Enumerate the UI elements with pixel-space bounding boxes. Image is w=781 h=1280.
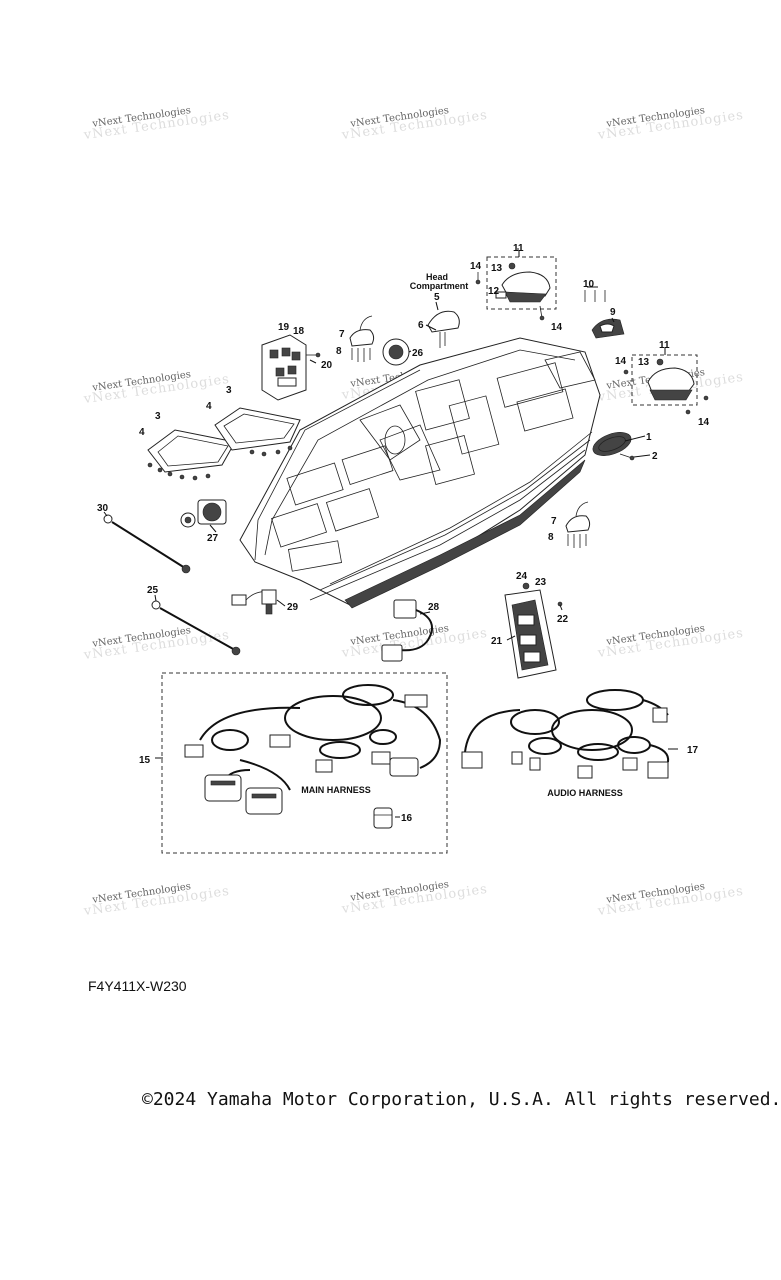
- callout-22: 22: [557, 614, 569, 625]
- callout-13: 13: [638, 357, 650, 368]
- callout-7: 7: [339, 329, 345, 340]
- main-harness-label: MAIN HARNESS: [301, 785, 371, 795]
- callout-3: 3: [155, 411, 161, 422]
- part-30-cable: [103, 514, 191, 574]
- part-5-head-light: [427, 310, 460, 348]
- callout-10: 10: [583, 279, 595, 290]
- part-27-socket: [180, 499, 227, 528]
- callout-4: 4: [206, 401, 212, 412]
- callout-30: 30: [97, 503, 109, 514]
- callout-14: 14: [551, 322, 563, 333]
- callout-7: 7: [551, 516, 557, 527]
- part-26-gauge: [382, 338, 410, 366]
- callout-4: 4: [139, 427, 145, 438]
- part-21-board: [504, 582, 563, 679]
- leader-lines: [103, 248, 678, 818]
- callout-8: 8: [336, 346, 342, 357]
- callout-8: 8: [548, 532, 554, 543]
- head-compartment-label: Head: [426, 272, 448, 282]
- callout-19: 19: [278, 322, 290, 333]
- callout-27: 27: [207, 533, 219, 544]
- part-11-right-assembly: [623, 348, 709, 415]
- part-3-bracket-right: [214, 407, 301, 457]
- callout-25: 25: [147, 585, 159, 596]
- audio-harness-label: AUDIO HARNESS: [547, 788, 623, 798]
- callout-16: 16: [401, 813, 413, 824]
- callout-24: 24: [516, 571, 528, 582]
- callout-11: 11: [659, 340, 670, 351]
- part-7-light-upper: [349, 315, 375, 362]
- callout-14: 14: [615, 356, 627, 367]
- diagram-code: F4Y411X-W230: [88, 978, 187, 994]
- callout-18: 18: [293, 326, 305, 337]
- part-1-grille: [592, 432, 635, 461]
- callout-23: 23: [535, 577, 547, 588]
- callout-6: 6: [418, 320, 424, 331]
- boat-hull: [239, 337, 601, 609]
- head-compartment-label: Compartment: [410, 281, 469, 291]
- callout-29: 29: [287, 602, 299, 613]
- callout-26: 26: [412, 348, 424, 359]
- callout-15: 15: [139, 755, 151, 766]
- part-18-fuse-box: [261, 334, 321, 401]
- part-3-bracket-left: [147, 429, 236, 481]
- callout-14: 14: [470, 261, 482, 272]
- callout-12: 12: [488, 286, 500, 297]
- callout-13: 13: [491, 263, 503, 274]
- callout-14: 14: [698, 417, 710, 428]
- callout-20: 20: [321, 360, 333, 371]
- callout-21: 21: [491, 636, 503, 647]
- part-7-light-lower: [565, 501, 591, 548]
- callout-28: 28: [428, 602, 440, 613]
- callout-9: 9: [610, 307, 616, 318]
- copyright: ©2024 Yamaha Motor Corporation, U.S.A. A…: [142, 1089, 781, 1110]
- audio-harness-group: [461, 689, 670, 779]
- part-25-cable: [151, 600, 241, 656]
- part-28-connector: [381, 599, 433, 662]
- part-9-light: [584, 290, 625, 339]
- callout-2: 2: [652, 451, 658, 462]
- main-harness-group: [161, 672, 448, 854]
- callout-17: 17: [687, 745, 699, 756]
- part-29-sensor: [231, 589, 277, 615]
- callout-11: 11: [513, 243, 524, 254]
- callout-1: 1: [646, 432, 652, 443]
- callout-3: 3: [226, 385, 232, 396]
- part-11-top-assembly: [475, 250, 557, 321]
- callout-5: 5: [434, 292, 440, 303]
- callouts: 1 2 3 3 4 4 5 6 7 7 8 8 9 10 11 11 12 13…: [97, 243, 710, 824]
